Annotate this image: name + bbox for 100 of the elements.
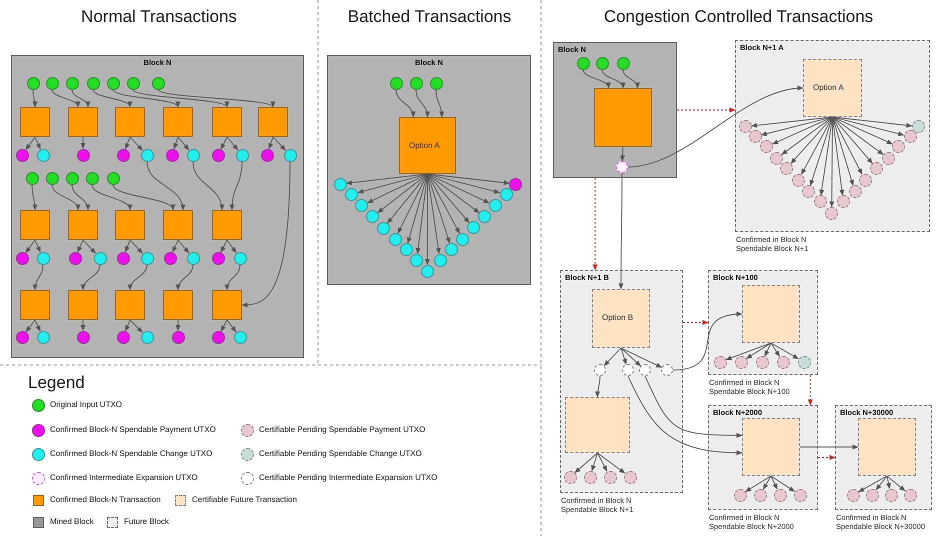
dashed-arrow <box>592 178 598 270</box>
future-transaction-square <box>858 418 916 476</box>
arrow <box>628 376 742 456</box>
option-label: Option A <box>813 84 844 92</box>
arrow <box>146 161 185 210</box>
transaction-square <box>68 290 98 320</box>
arrow <box>618 172 624 290</box>
arrow <box>745 476 772 492</box>
arrow <box>77 240 84 253</box>
transaction-square <box>115 107 145 137</box>
arrow <box>26 320 36 332</box>
arrow <box>832 116 854 186</box>
dashed-arrow <box>676 108 736 112</box>
transaction-square <box>163 210 193 240</box>
arrow <box>81 264 100 290</box>
arrow <box>220 320 228 332</box>
arrow <box>124 240 130 252</box>
arrow <box>52 184 80 210</box>
arrow <box>124 136 130 150</box>
arrow <box>858 476 888 492</box>
dashed-arrow <box>682 320 708 325</box>
arrow <box>760 116 833 136</box>
arrow <box>176 320 180 331</box>
mined-block-panel <box>327 55 531 285</box>
transaction-square <box>594 88 652 147</box>
arrow <box>832 116 912 128</box>
arrow <box>746 342 772 359</box>
future-transaction-square <box>565 397 630 453</box>
arrow <box>427 174 470 224</box>
arrow <box>790 116 833 164</box>
arrow <box>112 89 178 108</box>
legend-label: Confirmed Block-N Spendable Payment UTXO <box>50 424 216 436</box>
arrow <box>628 86 804 168</box>
arrow <box>604 348 622 366</box>
arrow <box>172 240 178 253</box>
arrow <box>192 161 224 210</box>
arrow <box>226 320 236 332</box>
future-transaction-square <box>592 289 650 348</box>
legend-label: Certifiable Pending Spendable Change UTXO <box>259 448 422 460</box>
arrow <box>427 174 510 186</box>
arrow <box>80 320 86 331</box>
arrow <box>220 240 228 253</box>
arrow <box>416 89 430 118</box>
arrow <box>582 69 610 88</box>
arrow <box>597 452 626 474</box>
transaction-square <box>20 290 50 320</box>
arrow <box>268 136 274 150</box>
arrow <box>130 320 143 333</box>
arrow <box>396 89 416 118</box>
legend-label: Original Input UTXO <box>50 399 122 411</box>
legend-label: Mined Block <box>50 516 94 528</box>
arrow <box>770 342 799 360</box>
future-transaction-square <box>742 285 800 343</box>
arrow <box>620 146 626 162</box>
legend-label: Certifiable Pending Spendable Payment UTXO <box>259 424 426 436</box>
arrow <box>367 174 428 204</box>
arrow <box>620 348 662 368</box>
arrow <box>800 444 858 450</box>
arrow <box>242 161 290 308</box>
arrow <box>80 136 86 149</box>
arrow <box>224 264 240 290</box>
legend-label: Certifiable Future Transaction <box>192 494 297 506</box>
transaction-square <box>68 210 98 240</box>
arrow <box>92 89 130 108</box>
legend-label: Confirmed Intermediate Expansion UTXO <box>50 472 198 484</box>
arrow <box>672 312 742 370</box>
transaction-square <box>115 290 145 320</box>
arrow <box>832 116 884 155</box>
transaction-square <box>20 107 50 137</box>
arrow <box>32 89 38 108</box>
arrow <box>158 89 274 108</box>
arrow <box>226 240 237 254</box>
arrow <box>34 136 41 150</box>
arrow <box>772 116 833 144</box>
arrow <box>220 136 228 150</box>
future-transaction-square <box>803 59 862 117</box>
arrow <box>72 184 90 210</box>
arrow <box>810 116 833 186</box>
legend-label: Confirmed Block-N Spendable Change UTXO <box>50 448 212 460</box>
arrow <box>781 116 833 155</box>
arrow <box>832 116 893 144</box>
transaction-square <box>163 107 193 137</box>
option-label: Option B <box>602 314 634 322</box>
arrow <box>770 476 778 490</box>
arrow <box>132 89 228 108</box>
arrow <box>176 264 194 290</box>
arrow <box>726 342 772 360</box>
arrow <box>764 342 772 357</box>
arrow <box>32 264 44 290</box>
transaction-square <box>20 210 50 240</box>
arrow <box>130 136 143 151</box>
legend-title: Legend <box>28 372 86 394</box>
arrow <box>397 174 428 234</box>
arrow <box>620 348 627 365</box>
arrow <box>427 174 460 234</box>
arrow <box>750 116 833 128</box>
transaction-square <box>212 107 242 137</box>
arrow <box>886 476 906 492</box>
transaction-square <box>68 107 98 137</box>
arrow <box>620 348 642 366</box>
